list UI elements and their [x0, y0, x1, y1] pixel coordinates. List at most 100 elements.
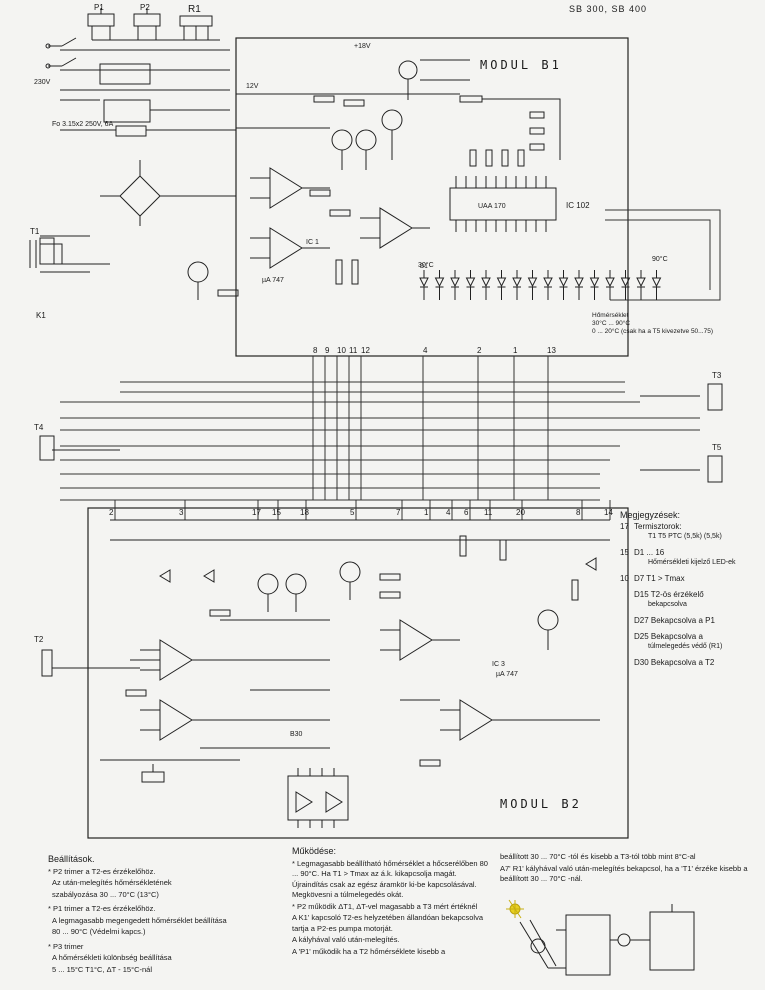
- label-p1: P1: [94, 3, 104, 12]
- label-ic102: IC 102: [566, 201, 590, 210]
- pin-label: 10: [337, 346, 346, 355]
- legend-subtext: túlmelegedés védő (R1): [648, 643, 723, 650]
- pin-label: 9: [325, 346, 330, 355]
- label-12v: 12V: [246, 83, 259, 90]
- label-t3: T3: [712, 371, 722, 380]
- pin-label: 13: [547, 346, 556, 355]
- label-r1: R1: [188, 4, 201, 15]
- operation-continued: beállított 30 ... 70°C -tól és kisebb a …: [500, 852, 750, 886]
- led-indicator: [450, 270, 460, 300]
- setting-line: Az után-melegítés hőmérsékletének: [52, 878, 172, 887]
- pin-label: 12: [361, 346, 370, 355]
- led-indicator: [527, 270, 538, 300]
- legend-item: D27 Bekapcsolva a P1: [620, 616, 760, 626]
- rectifier-bridge: [100, 160, 236, 226]
- setting-line: A hőmérsékleti különbség beállítása: [52, 953, 172, 962]
- system-sketch: [506, 899, 695, 976]
- led-indicator: [558, 270, 569, 300]
- opamp-ic1-c: [360, 207, 430, 249]
- trimmer-p2-symbol: [133, 8, 161, 40]
- operation-line: A kályhával való után-melegítés.: [292, 935, 400, 944]
- trimmer-p3-symbol: [141, 764, 165, 783]
- pin-label: 2: [109, 508, 114, 517]
- contactor-block: [99, 63, 151, 137]
- setting-line: szabályozása 30 ... 70°C (13°C): [52, 889, 159, 899]
- legend-pin: 10: [620, 574, 629, 583]
- label-18v: +18V: [354, 43, 371, 50]
- settings-section: Beállítások. * P2 trimer a T2-es érzékel…: [48, 854, 278, 979]
- label-fuse: Fo 3.15x2 250V, 6A: [52, 121, 114, 128]
- led-indicator: [589, 270, 600, 300]
- setting-item: * P2 trimer a T2-es érzékelőhöz.Az után-…: [48, 867, 278, 901]
- label-ua747-b2: µA 747: [496, 671, 518, 678]
- led-indicator: [636, 270, 646, 300]
- thermistor-t5-symbol: [707, 455, 723, 483]
- label-ic1: IC 1: [306, 239, 319, 246]
- harness-lines: [60, 209, 721, 520]
- module-b1-outline: [235, 37, 629, 357]
- resistors-b1: [217, 95, 545, 297]
- scale-end: 90°C: [652, 256, 668, 263]
- opamp-ic3-d: [440, 699, 520, 741]
- pin-label: 5: [350, 508, 355, 517]
- transistors-b2: [257, 561, 559, 650]
- pin-label: 3: [179, 508, 184, 517]
- leds-b2: [159, 557, 597, 583]
- scale-label: Hőmérséklet: [592, 312, 629, 319]
- pin-label: 20: [516, 508, 525, 517]
- operation-line: * P2 működik ΔT1, ΔT-vel magasabb a T3 m…: [292, 901, 478, 911]
- scale-start: 30°C: [418, 262, 434, 269]
- label-ua747-b1: µA 747: [262, 277, 284, 284]
- thermistor-t3-symbol: [707, 383, 723, 411]
- resistors-b2: [125, 535, 579, 767]
- led-indicator: [512, 270, 522, 300]
- label-t2: T2: [34, 635, 44, 644]
- legend-text: D30 Bekapcsolva a T2: [634, 658, 715, 667]
- trimmer-p1-symbol: [87, 8, 115, 40]
- setting-line: 80 ... 90°C (Védelmi kapcs.): [52, 927, 146, 936]
- opamp-ic1-b: [250, 227, 330, 269]
- operation-line: A 'P1' működik ha a T2 hőmérséklete kise…: [292, 946, 446, 956]
- module-b2-title: MODUL B2: [500, 797, 582, 811]
- legend-item: D30 Bekapcsolva a T2: [620, 658, 760, 668]
- pin-label: 4: [423, 346, 428, 355]
- legend-text: D1 ... 16: [634, 548, 665, 557]
- pin-label: 6: [464, 508, 469, 517]
- thermistor-t4-symbol: [39, 435, 55, 461]
- transistors-b1: [187, 60, 418, 300]
- legend-pin: 15: [620, 548, 629, 557]
- led-indicator: [620, 270, 631, 300]
- pin-label: 1: [513, 346, 518, 355]
- label-ic3: IC 3: [492, 661, 505, 668]
- pin-label: 11: [349, 346, 358, 355]
- pin-label: 11: [484, 508, 493, 517]
- led-indicator: [543, 270, 553, 300]
- led-indicator: [496, 270, 507, 300]
- led-indicator: [419, 270, 429, 300]
- pin-label: 14: [604, 508, 613, 517]
- label-230v: 230V: [34, 79, 51, 86]
- label-t5: T5: [712, 443, 722, 452]
- legend-pin: [620, 658, 634, 668]
- legend-text: Termisztorok:: [634, 522, 682, 531]
- legend-pin: [620, 632, 634, 652]
- led-indicator: [481, 270, 491, 300]
- legend-item: 10 D7 T1 > Tmax: [620, 574, 760, 584]
- label-p2: P2: [140, 3, 150, 12]
- thermistor-t2-symbol: [41, 649, 53, 677]
- pin-label: 2: [477, 346, 482, 355]
- setting-line: 5 ... 15°C T1°C, ΔT - 15°C-nál: [52, 964, 153, 974]
- pin-label: 4: [446, 508, 451, 517]
- opamp-ic1-a: [250, 167, 330, 209]
- label-uaa: UAA 170: [478, 203, 506, 210]
- setting-line: A legmagasabb megengedett hőmérséklet be…: [52, 915, 227, 925]
- pin-label: 17: [252, 508, 261, 517]
- operation-title: Működése:: [292, 846, 337, 856]
- legend-item: 15 D1 ... 16 Hőmérsékleti kijelző LED-ek: [620, 548, 760, 568]
- legend-text: D7 T1 > Tmax: [634, 574, 685, 583]
- legend-subtext: Hőmérsékleti kijelző LED-ek: [648, 559, 736, 566]
